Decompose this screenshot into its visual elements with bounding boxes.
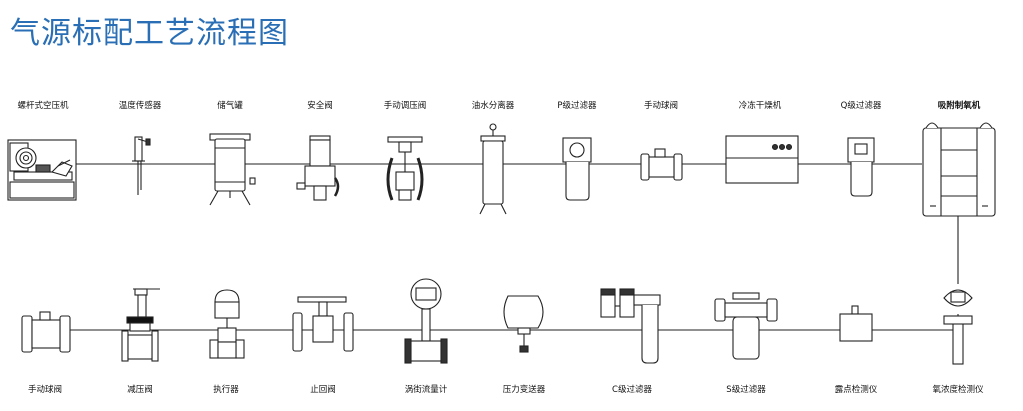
check-valve-icon bbox=[292, 296, 354, 352]
label-manual-regulator-valve: 手动调压阀 bbox=[383, 101, 427, 111]
label-pressure-reducing-valve: 减压阀 bbox=[127, 385, 153, 395]
c-filter-icon bbox=[600, 288, 661, 364]
pressure-transmitter-icon bbox=[503, 295, 544, 353]
label-dew-point-detector: 露点检测仪 bbox=[834, 385, 878, 395]
dew-point-detector-icon bbox=[839, 305, 873, 342]
label-s-filter: S级过滤器 bbox=[726, 385, 766, 395]
actuator-icon bbox=[209, 289, 245, 359]
screw-compressor-icon bbox=[7, 139, 77, 201]
vortex-flowmeter-icon bbox=[404, 278, 448, 364]
label-refrigerated-dryer: 冷冻干燥机 bbox=[738, 101, 782, 111]
label-pressure-transmitter: 压力变送器 bbox=[502, 385, 546, 395]
label-air-tank: 储气罐 bbox=[217, 101, 243, 111]
label-oil-water-separator: 油水分离器 bbox=[471, 101, 515, 111]
label-oxygen-concentration-detector: 氧浓度检测仪 bbox=[932, 385, 984, 395]
air-tank-icon bbox=[209, 133, 256, 206]
label-oxygen-generator: 吸附制氧机 bbox=[937, 101, 981, 111]
manual-ball-valve-bottom-icon bbox=[21, 311, 71, 353]
label-manual-ball-valve-top: 手动球阀 bbox=[643, 101, 679, 111]
pressure-reducing-valve-icon bbox=[121, 288, 160, 362]
manual-regulator-valve-icon bbox=[386, 136, 424, 201]
label-temperature-sensor: 温度传感器 bbox=[118, 101, 162, 111]
q-filter-icon bbox=[847, 137, 875, 197]
label-c-filter: C级过滤器 bbox=[612, 385, 652, 395]
oil-water-separator-icon bbox=[479, 123, 507, 215]
label-p-filter: P级过滤器 bbox=[557, 101, 597, 111]
label-vortex-flowmeter: 涡街流量计 bbox=[404, 385, 448, 395]
refrigerated-dryer-icon bbox=[725, 135, 799, 184]
label-q-filter: Q级过滤器 bbox=[840, 101, 882, 111]
adsorption-oxygen-generator-icon bbox=[922, 122, 996, 217]
temperature-sensor-icon bbox=[132, 136, 151, 195]
label-screw-compressor: 螺杆式空压机 bbox=[17, 101, 69, 111]
label-actuator: 执行器 bbox=[213, 385, 239, 395]
p-filter-icon bbox=[562, 137, 592, 201]
label-safety-valve: 安全阀 bbox=[307, 101, 333, 111]
manual-ball-valve-top-icon bbox=[640, 148, 683, 181]
s-filter-icon bbox=[714, 292, 778, 360]
safety-valve-icon bbox=[296, 135, 340, 201]
diagram-title: 气源标配工艺流程图 bbox=[10, 16, 289, 51]
oxygen-concentration-detector-icon bbox=[943, 289, 973, 365]
label-check-valve: 止回阀 bbox=[310, 385, 336, 395]
label-manual-ball-valve-bottom: 手动球阀 bbox=[27, 385, 63, 395]
